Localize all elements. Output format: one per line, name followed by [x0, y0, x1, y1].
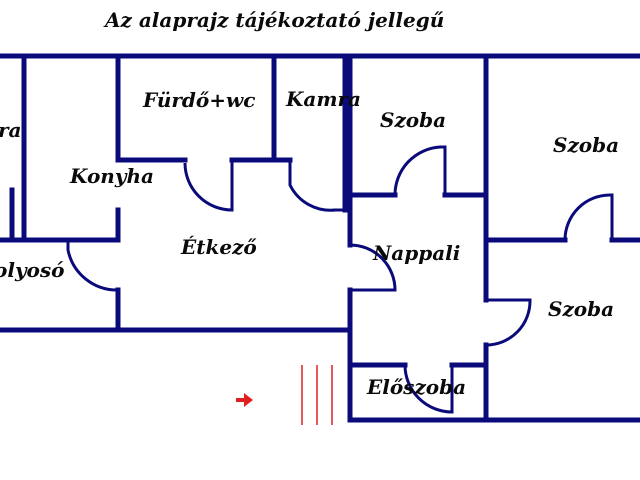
- door-szoba3: [485, 298, 532, 347]
- red-arrow-right-icon: [236, 393, 253, 407]
- door-szoba2: [563, 193, 614, 241]
- room-label-etkezo: Étkező: [180, 235, 257, 259]
- door-eloszoba: [403, 364, 454, 414]
- room-label-eloszoba: Előszoba: [366, 375, 466, 399]
- door-folyoso: [66, 238, 119, 292]
- room-labels: ra Fürdő+wc Kamra Szoba Szoba Konyha Étk…: [0, 87, 619, 399]
- room-label-szoba-2: Szoba: [553, 133, 619, 157]
- doors: [66, 145, 614, 414]
- door-bath: [183, 160, 234, 212]
- room-label-fragment: ra: [0, 118, 22, 142]
- room-label-kamra: Kamra: [285, 87, 361, 111]
- door-nappali-left: [349, 243, 397, 292]
- door-kamra: [288, 160, 345, 212]
- room-label-szoba-3: Szoba: [548, 297, 614, 321]
- entry-stairs: [301, 365, 333, 425]
- walls: [0, 53, 640, 423]
- door-szoba1: [393, 145, 447, 196]
- room-label-furdo-wc: Fürdő+wc: [142, 88, 255, 112]
- room-label-konyha: Konyha: [69, 164, 154, 188]
- room-label-folyoso: olyosó: [0, 258, 65, 282]
- room-label-szoba-1: Szoba: [380, 108, 446, 132]
- plan-title: Az alaprajz tájékoztató jellegű: [103, 8, 444, 32]
- room-label-nappali: Nappali: [372, 241, 460, 265]
